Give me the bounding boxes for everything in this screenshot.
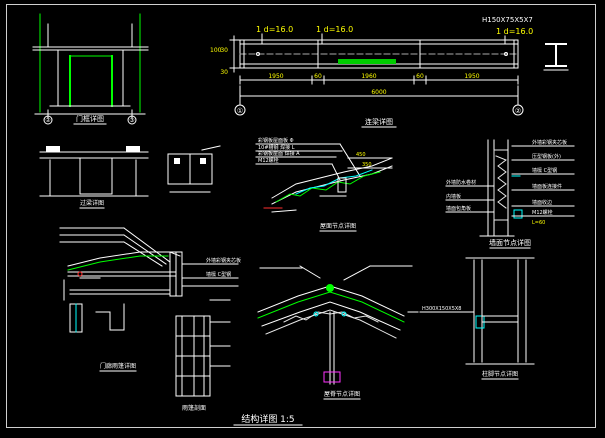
beam-dim-4: 60 [416, 73, 424, 80]
canopy-caption: 门廊雨篷详图 [100, 362, 136, 370]
canopy-note-1: 外墙彩钢夹芯板 [206, 257, 241, 264]
left-end-dim-1: 30 [220, 47, 228, 54]
ridge-dim-1: 450 [356, 152, 366, 158]
ridge-node-marker [326, 284, 334, 292]
door-frame-caption: 门框详图 [76, 114, 104, 123]
wall-callout-2: 压型钢板(外) [532, 153, 561, 160]
column-base-detail: H300X150X5X8 柱脚节点详图 [419, 257, 535, 380]
left-end-dim-3: 100 [210, 47, 222, 54]
canopy-section-grid: 雨篷剖面 [175, 299, 231, 412]
ridge-node-caption: 屋脊节点详图 [324, 390, 360, 398]
column-base-caption: 柱脚节点详图 [482, 370, 518, 378]
wall-callout-9: M12螺栓 [532, 209, 553, 216]
wall-callout-1: 外墙彩钢夹芯板 [532, 139, 567, 146]
beam-grid-label-right: ② [515, 107, 521, 115]
ridge-callout-3: 彩钢板屋面 焊接 A [258, 150, 300, 157]
ridge-callout-4: M12螺栓 [258, 157, 279, 164]
wall-detail-caption: 墙面节点详图 [489, 238, 531, 247]
beam-section-callout: H150X75X5X7 [482, 16, 533, 24]
wall-callout-8: 墙面收边 [532, 199, 552, 206]
beam-dim-3: 1960 [361, 73, 376, 80]
ridge-node-detail: 屋脊节点详图 [257, 265, 419, 400]
rebar-label-3: 1 d=16.0 [496, 27, 533, 36]
ridge-callout-2: 10#槽钢 焊接 L [258, 144, 295, 151]
beam-elevation: 1 d=16.0 1 d=16.0 1 d=16.0 H150X75X5X7 3… [210, 16, 569, 128]
wall-callout-3: 墙檩 C型钢 [532, 167, 557, 174]
ridge-callout-1: 彩钢板屋面板 Φ [258, 137, 294, 144]
rebar-label-1: 1 d=16.0 [256, 25, 293, 34]
beam-green-note-bar [338, 59, 396, 64]
beam-grid-label-left: ① [237, 107, 243, 115]
canopy-section-caption: 雨篷剖面 [182, 404, 206, 412]
wall-callout-4: 墙面板连接件 [532, 183, 562, 190]
lintel-caption: 过梁详图 [80, 199, 104, 207]
rebar-label-2: 1 d=16.0 [316, 25, 353, 34]
canopy-detail: 外墙彩钢夹芯板 墙檩 C型钢 门廊雨篷详图 [59, 227, 241, 372]
column-base-callout: H300X150X5X8 [422, 306, 462, 312]
wall-callout-7: 墙面包角板 [446, 205, 471, 212]
wall-callout-6: 内墙板 [446, 193, 461, 200]
door-grid-label-right: ③ [129, 117, 134, 124]
wall-dim-1: L=60 [532, 220, 545, 226]
canopy-note-2: 墙檩 C型钢 [206, 271, 231, 278]
left-end-dim-2: 30 [220, 69, 228, 76]
sheet-title-block: 结构详图 1:5 [233, 413, 303, 426]
roof-ridge-caption: 屋面节点详图 [320, 222, 356, 230]
sheet-title: 结构详图 1:5 [241, 413, 294, 425]
beam-dim-2: 60 [314, 73, 322, 80]
lintel-detail: 过梁详图 [39, 145, 221, 209]
door-frame-detail: ② ③ 门框详图 [32, 13, 149, 125]
beam-dim-1: 1950 [268, 73, 283, 80]
roof-ridge-detail: 彩钢板屋面板 Φ 10#槽钢 焊接 L 彩钢板屋面 焊接 A M12螺栓 450… [255, 137, 393, 232]
beam-total-length: 6000 [371, 89, 386, 96]
beam-dim-5: 1950 [464, 73, 479, 80]
ridge-dim-2: 350 [362, 162, 372, 168]
wall-detail: 外墙彩钢夹芯板 压型钢板(外) 墙檩 C型钢 墙面板连接件 外墙防水卷材 内墙板… [445, 139, 575, 249]
door-grid-label-left: ② [45, 117, 51, 124]
wall-callout-5: 外墙防水卷材 [446, 179, 476, 186]
beam-elevation-caption: 连梁详图 [365, 117, 393, 126]
